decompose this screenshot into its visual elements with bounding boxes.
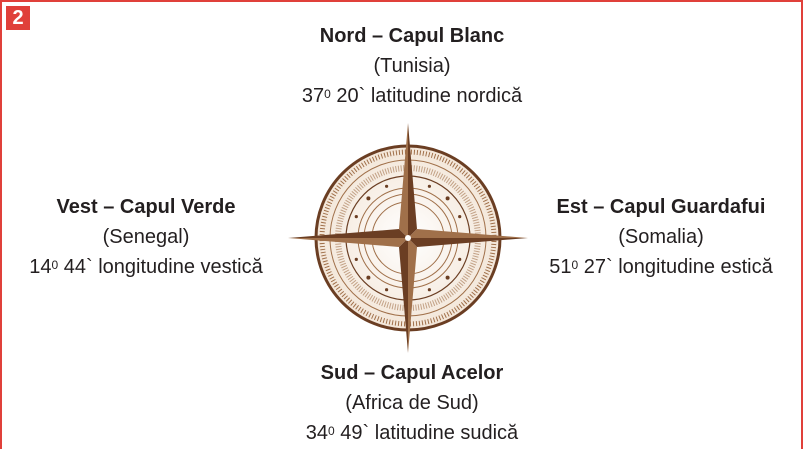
north-country: (Tunisia) <box>373 55 451 77</box>
compass-star <box>288 123 528 353</box>
north-label: Nord – Capul Blanc (Tunisia) 370 20` lat… <box>262 21 562 113</box>
north-coordinate: 370 20` latitudine nordică <box>301 85 523 107</box>
north-title: Nord – Capul Blanc <box>319 25 505 47</box>
west-title: Vest – Capul Verde <box>56 196 236 218</box>
west-label: Vest – Capul Verde (Senegal) 140 44` lon… <box>6 192 286 284</box>
south-label: Sud – Capul Acelor (Africa de Sud) 340 4… <box>262 358 562 450</box>
south-coordinate: 340 49` latitudine sudică <box>305 422 519 444</box>
east-country: (Somalia) <box>618 226 704 248</box>
east-title: Est – Capul Guardafui <box>556 196 766 218</box>
compass-rose-icon <box>288 123 528 353</box>
south-title: Sud – Capul Acelor <box>320 362 504 384</box>
west-country: (Senegal) <box>102 226 190 248</box>
east-coordinate: 510 27` longitudine estică <box>549 256 773 278</box>
east-label: Est – Capul Guardafui (Somalia) 510 27` … <box>525 192 797 284</box>
figure-number-badge: 2 <box>6 6 30 30</box>
south-country: (Africa de Sud) <box>345 392 479 414</box>
west-coordinate: 140 44` longitudine vestică <box>29 256 263 278</box>
